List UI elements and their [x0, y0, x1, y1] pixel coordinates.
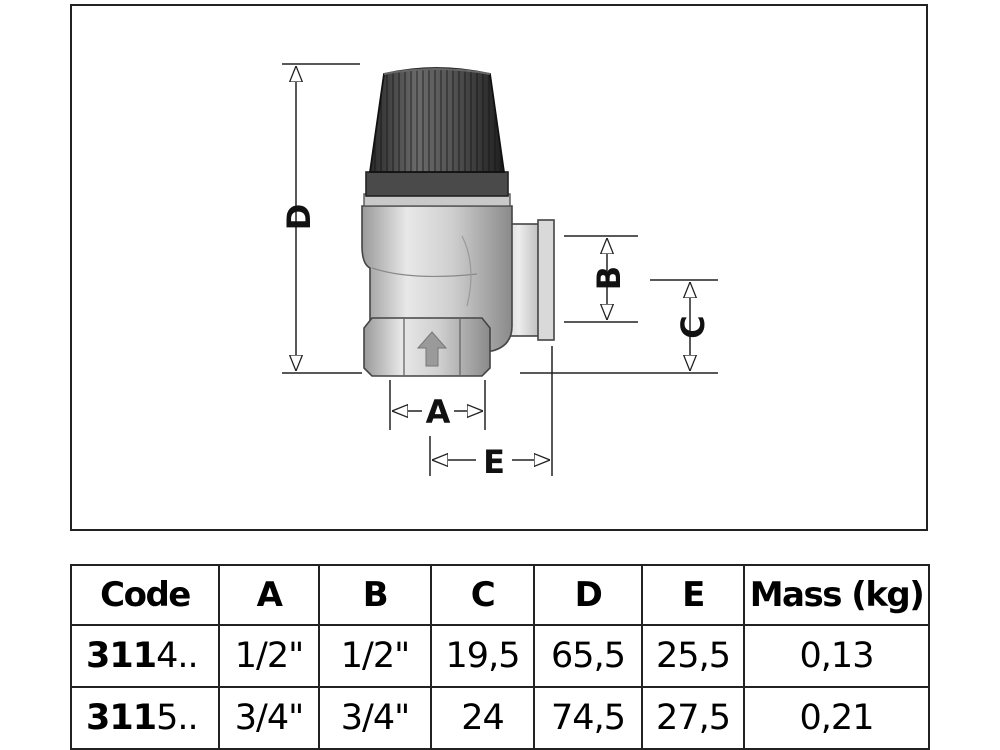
table-row: 3115.. 3/4" 3/4" 24 74,5 27,5 0,21	[70, 686, 930, 750]
cell-mass: 0,13	[743, 624, 930, 688]
valve-dimension-drawing: D B C A E	[280, 63, 718, 481]
dimension-e	[429, 346, 553, 476]
hex-nut-inlet	[363, 317, 491, 377]
cell-c: 24	[430, 686, 535, 750]
dimension-label-b: B	[590, 266, 628, 290]
header-d: D	[533, 564, 643, 626]
dimension-label-e: E	[483, 443, 505, 481]
dimension-a	[389, 380, 486, 430]
cell-e: 27,5	[641, 686, 745, 750]
cell-a: 1/2"	[218, 624, 320, 688]
cell-d: 74,5	[533, 686, 643, 750]
header-a: A	[218, 564, 320, 626]
dimension-b	[564, 235, 638, 323]
header-code: Code	[70, 564, 220, 626]
header-e: E	[641, 564, 745, 626]
header-mass: Mass (kg)	[743, 564, 930, 626]
dimensions-table: Code A B C D E Mass (kg) 3114.. 1/2" 1/2…	[70, 564, 930, 750]
header-c: C	[430, 564, 535, 626]
code-prefix: 311	[86, 636, 157, 676]
flow-arrow-icon	[416, 331, 448, 367]
dimension-label-c: C	[674, 315, 712, 338]
table-header-row: Code A B C D E Mass (kg)	[70, 564, 930, 626]
cell-code: 3114..	[70, 624, 220, 688]
cell-d: 65,5	[533, 624, 643, 688]
cell-code: 3115..	[70, 686, 220, 750]
dimension-label-a: A	[426, 393, 451, 431]
code-suffix: 4..	[156, 636, 199, 676]
cell-b: 1/2"	[318, 624, 432, 688]
technical-drawing-frame: D B C A E	[70, 4, 928, 531]
dimension-c	[520, 279, 718, 374]
cell-b: 3/4"	[318, 686, 432, 750]
cap-band	[365, 171, 509, 197]
header-b: B	[318, 564, 432, 626]
dimension-label-d: D	[280, 204, 318, 231]
valve-illustration	[361, 67, 555, 377]
dimension-d	[282, 63, 362, 374]
knurled-cap	[368, 67, 506, 173]
cell-mass: 0,21	[743, 686, 930, 750]
code-prefix: 311	[86, 698, 157, 738]
cell-a: 3/4"	[218, 686, 320, 750]
table-row: 3114.. 1/2" 1/2" 19,5 65,5 25,5 0,13	[70, 624, 930, 688]
code-suffix: 5..	[156, 698, 199, 738]
cell-c: 19,5	[430, 624, 535, 688]
cell-e: 25,5	[641, 624, 745, 688]
